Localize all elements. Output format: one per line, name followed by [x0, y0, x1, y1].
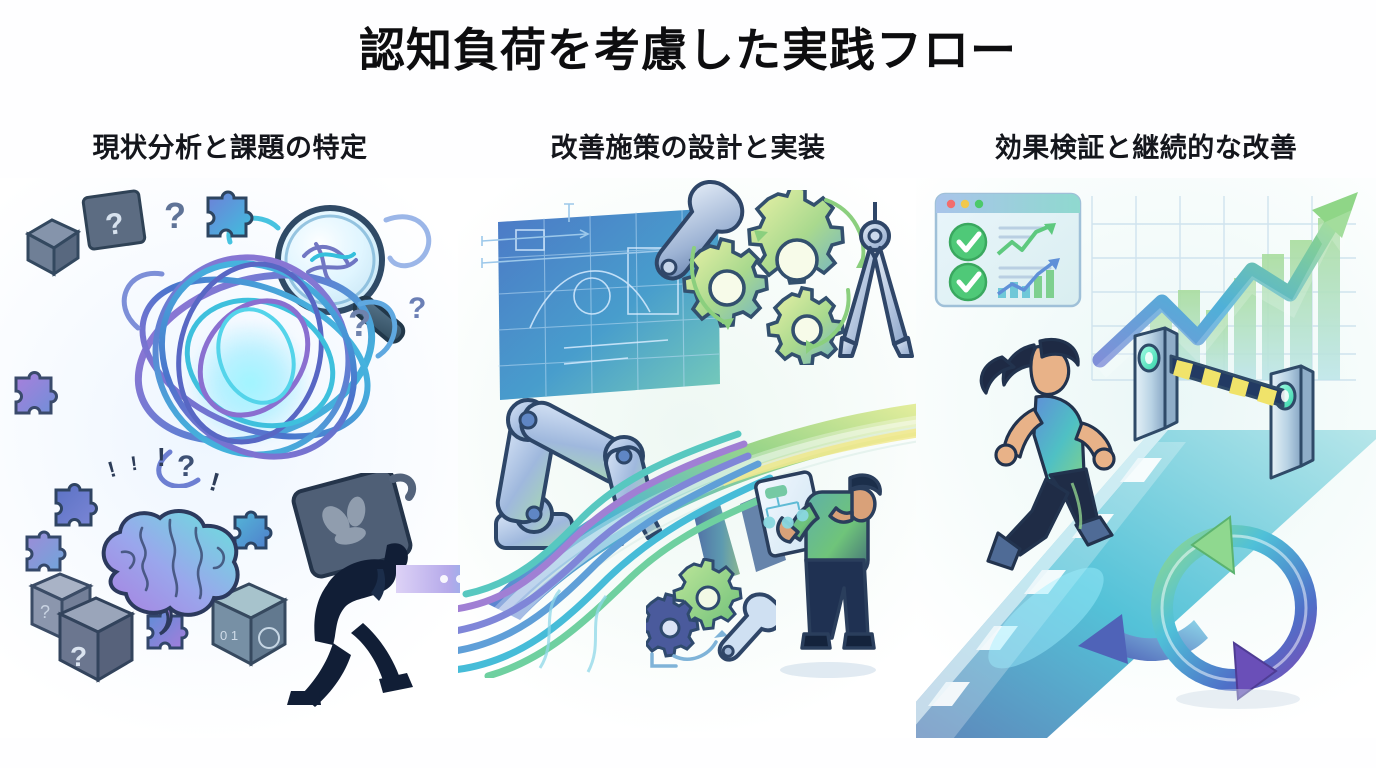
dashboard-window-icon	[934, 192, 1082, 308]
road-icon	[916, 430, 1376, 738]
svg-text:?: ?	[348, 303, 371, 345]
section-heading-analysis: 現状分析と課題の特定	[92, 133, 368, 163]
puzzle-piece-icon	[233, 510, 273, 550]
illustration-panel-analysis: ?	[0, 178, 460, 738]
exclamation-mark-icon: ! ! ! ? !	[105, 446, 223, 497]
person-silhouette	[287, 543, 413, 707]
puzzle-piece-icon	[54, 483, 98, 527]
puzzle-piece-icon	[25, 530, 67, 572]
question-card-icon: ?	[81, 189, 147, 251]
cable-bundle-icon	[458, 430, 778, 678]
person-with-tablet-icon	[754, 470, 882, 678]
wrench-icon	[717, 592, 776, 662]
question-mark-icon: ?	[348, 303, 371, 345]
section-heading-verification: 効果検証と継続的な改善	[994, 133, 1298, 163]
svg-text:?: ?	[164, 195, 186, 236]
svg-text:?: ?	[177, 450, 195, 483]
svg-text:!: !	[129, 453, 139, 476]
gear-icon	[682, 190, 868, 365]
heavy-weight-icon	[291, 473, 417, 579]
brain-icon	[101, 509, 240, 636]
gear-icon	[646, 558, 776, 668]
svg-text:?: ?	[40, 602, 50, 622]
tangled-threads-icon	[121, 215, 398, 488]
wrench-icon	[654, 180, 745, 281]
svg-text:?: ?	[103, 207, 126, 242]
svg-text:?: ?	[70, 641, 87, 672]
svg-text:!: !	[157, 446, 166, 472]
check-circle-icon	[948, 222, 988, 302]
svg-text:?: ?	[408, 292, 426, 325]
cube-icon	[24, 218, 82, 277]
running-person-icon	[979, 337, 1116, 571]
window-dot-red	[946, 199, 956, 209]
window-dot-yellow	[960, 199, 970, 209]
window-dot-green	[974, 199, 984, 209]
page-title: 認知負荷を考慮した実践フロー	[359, 24, 1017, 76]
cube-icon: ?	[56, 596, 136, 683]
refresh-cycle-icon	[1151, 515, 1317, 709]
svg-text:!: !	[206, 466, 223, 497]
barrier-stripes	[1173, 360, 1277, 406]
compass-divider-icon	[838, 202, 914, 358]
illustration-panel-design	[458, 178, 918, 738]
gate-barrier-icon	[1133, 326, 1315, 480]
burdened-person-icon	[287, 473, 417, 707]
illustration-panel-verification	[916, 178, 1376, 738]
svg-text:!: !	[105, 456, 119, 482]
puzzle-piece-icon	[206, 190, 254, 238]
arrow-step1-to-step2-icon	[396, 565, 460, 593]
svg-text:0 1: 0 1	[220, 628, 238, 643]
question-mark-icon: ?	[164, 195, 186, 236]
puzzle-piece-icon	[14, 371, 58, 415]
section-heading-design: 改善施策の設計と実装	[550, 133, 826, 163]
